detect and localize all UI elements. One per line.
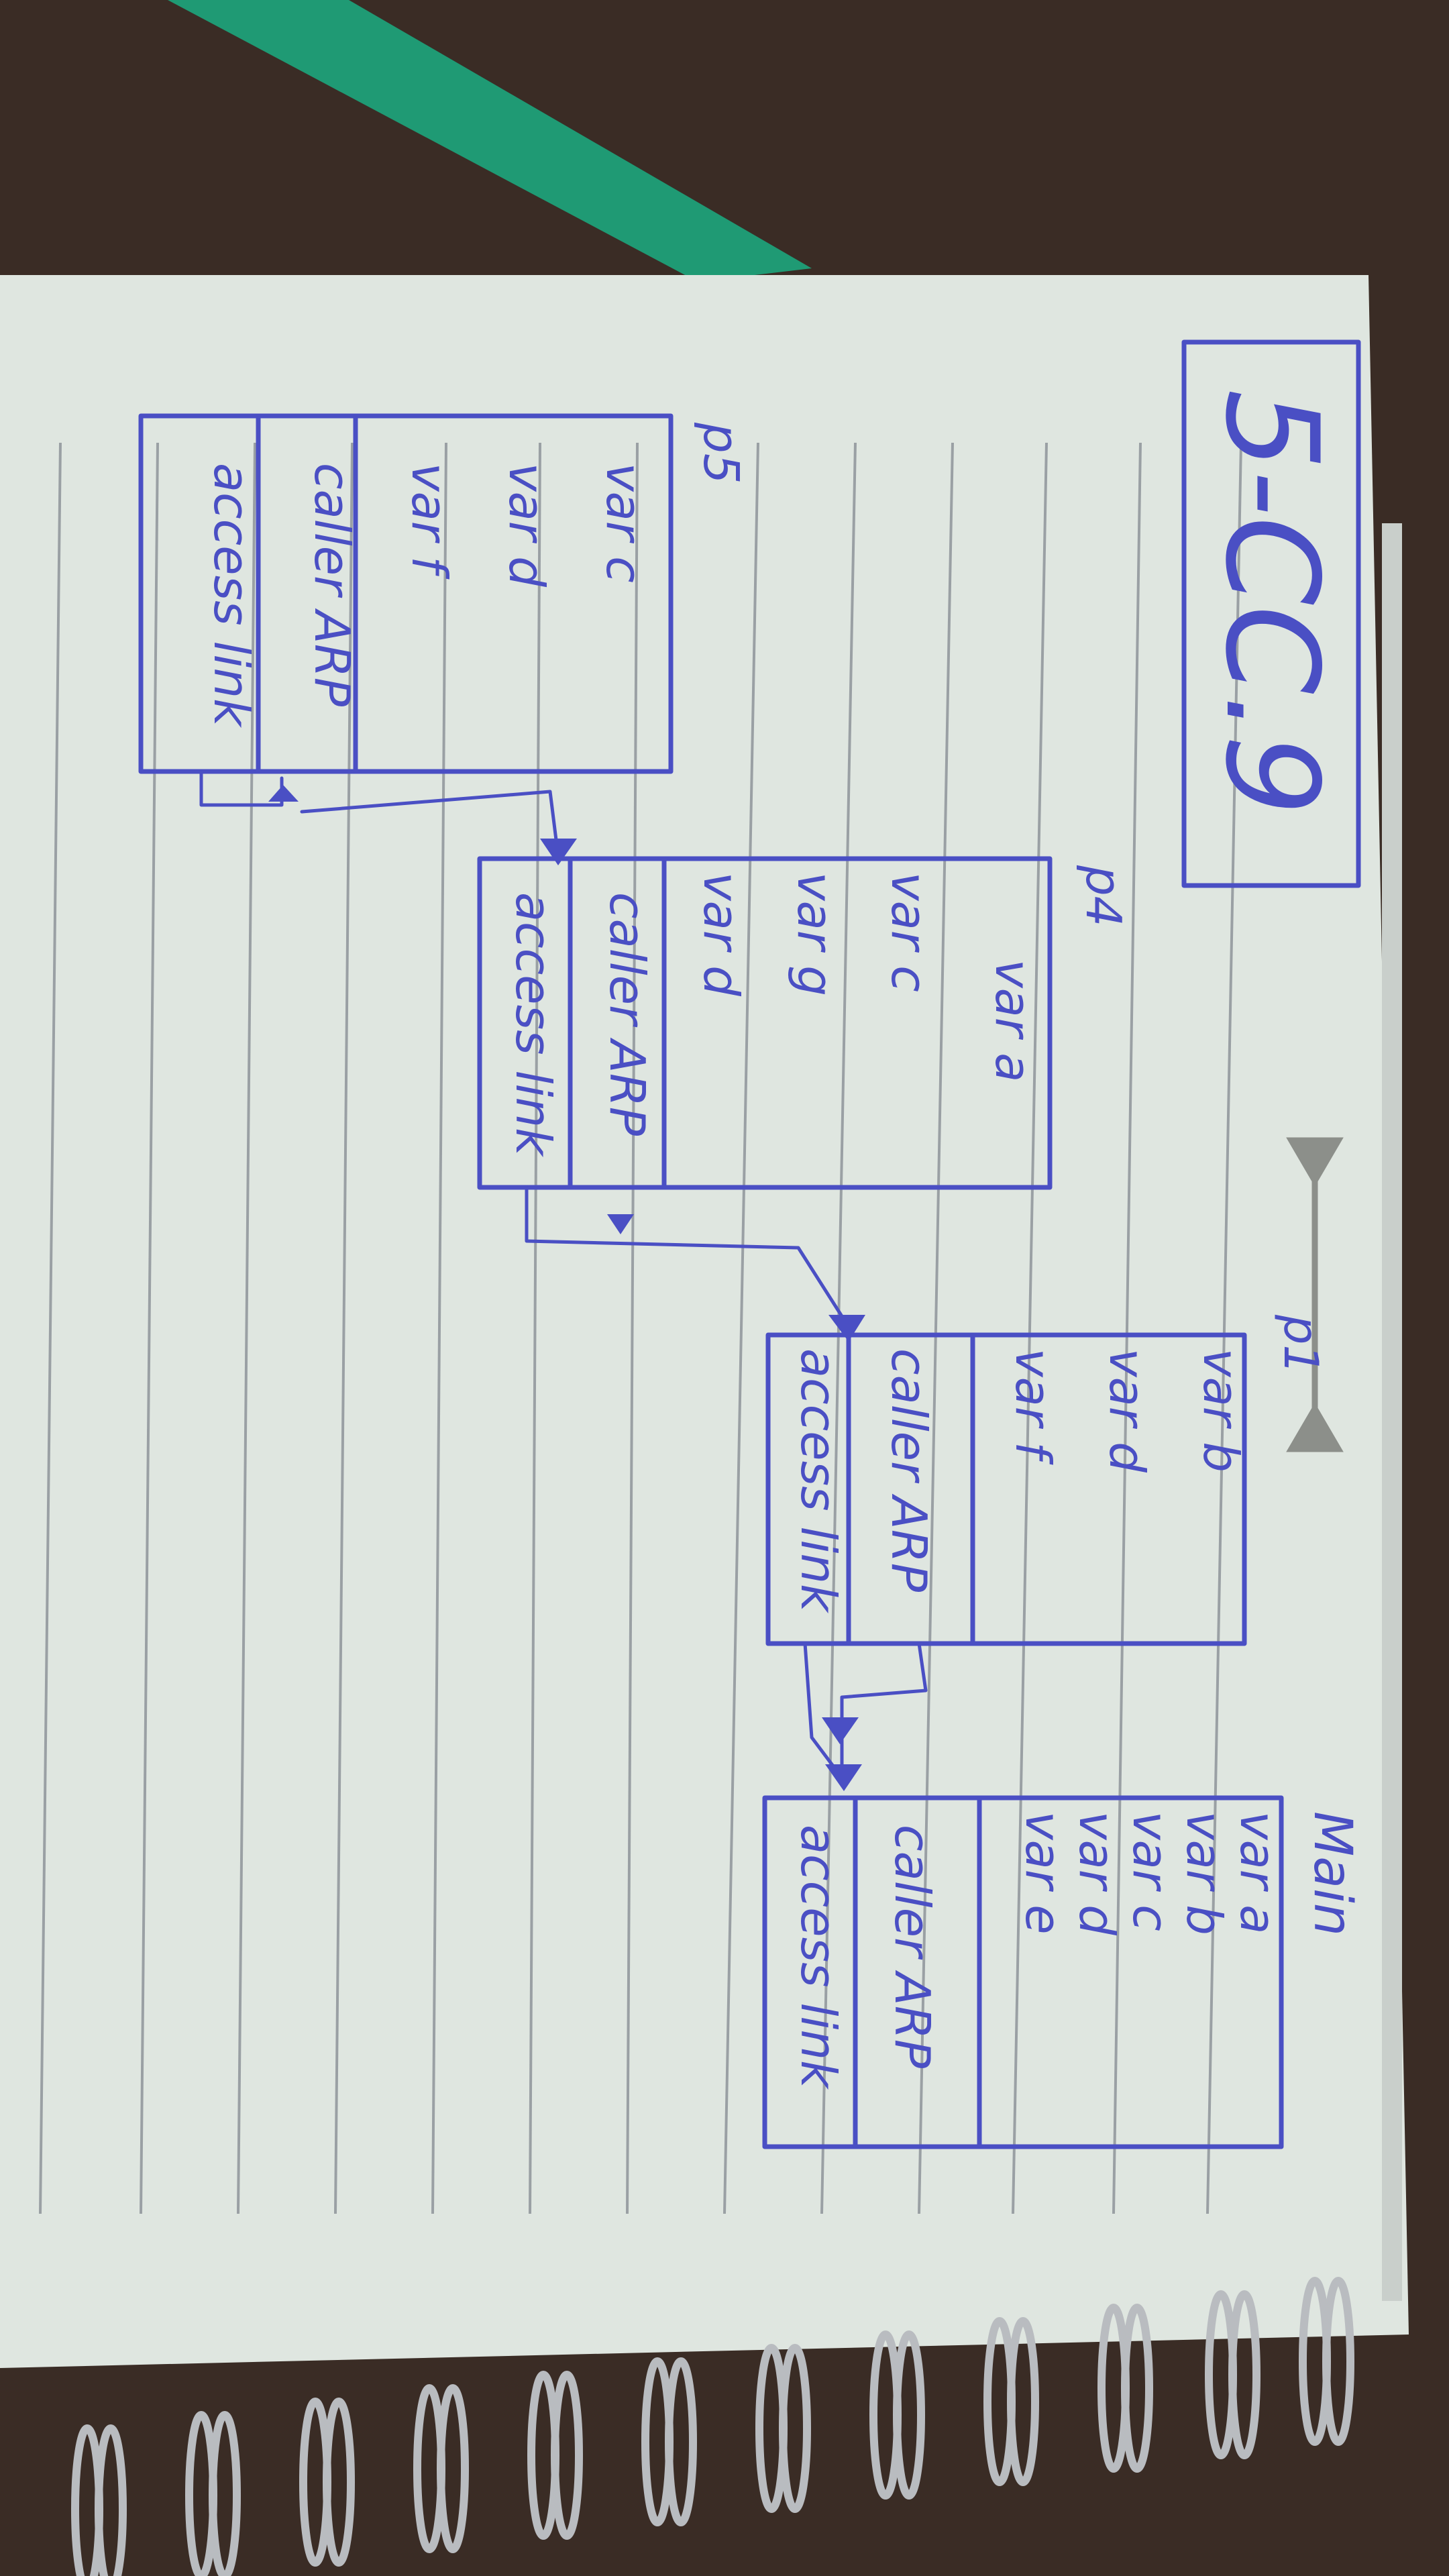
frame-p1: p1 var b var d var f caller ARP access l… (765, 1314, 1328, 1646)
frame-main-var-5: var e (1015, 1811, 1071, 1935)
frame-p4-var-2: var c (881, 872, 937, 992)
spiral-binding (71, 2277, 1354, 2576)
frame-p1-var-1: var b (1193, 1348, 1249, 1472)
title-text: 5-CC.9 (1197, 389, 1346, 816)
frame-main-caller: caller ARP (884, 1825, 941, 2069)
frame-p4: p4 var a var c var g var d caller ARP ac… (477, 856, 1132, 1190)
page-edge (1382, 523, 1402, 2301)
frame-p5: p5 var c var d var f caller ARP access l… (138, 413, 749, 774)
frame-p1-var-3: var f (1005, 1348, 1061, 1465)
frame-p1-caller: caller ARP (881, 1348, 937, 1593)
frame-p5-var-1: var c (596, 463, 652, 583)
frame-main-name: Main (1302, 1811, 1362, 1936)
link-p4-down (525, 1185, 865, 1342)
frame-main: Main var a var b var c var d var e calle… (762, 1795, 1362, 2149)
pencil-arrow (1286, 1137, 1344, 1452)
title-box: 5-CC.9 (1181, 339, 1361, 888)
frame-p4-var-1: var a (985, 959, 1041, 1082)
frame-p1-access: access link (790, 1348, 847, 1614)
frame-p4-name: p4 (1075, 865, 1132, 927)
frame-p5-caller: caller ARP (304, 463, 360, 707)
frame-p4-var-3: var g (787, 872, 843, 996)
frame-p4-var-4: var d (693, 872, 749, 997)
notebook-page (0, 275, 1409, 2368)
frame-p5-var-2: var d (498, 463, 555, 588)
frame-p5-var-3: var f (401, 463, 458, 580)
bookmark-ribbon (168, 0, 812, 282)
frame-main-var-4: var d (1069, 1811, 1125, 1936)
link-p5-to-p5 (199, 769, 299, 807)
frame-main-var-3: var c (1122, 1811, 1179, 1931)
frame-main-var-1: var a (1230, 1811, 1286, 1934)
frame-p4-access: access link (505, 892, 561, 1158)
frame-p5-name: p5 (693, 422, 749, 484)
frame-p4-caller: caller ARP (599, 892, 655, 1136)
frame-p5-access: access link (203, 463, 260, 729)
frame-main-var-2: var b (1176, 1811, 1232, 1935)
link-p5-to-p4 (300, 790, 577, 865)
frame-p1-name: p1 (1273, 1314, 1328, 1375)
link-p1-to-main (803, 1642, 928, 1791)
frame-p1-var-2: var d (1099, 1348, 1155, 1473)
frame-main-access: access link (790, 1825, 847, 2090)
